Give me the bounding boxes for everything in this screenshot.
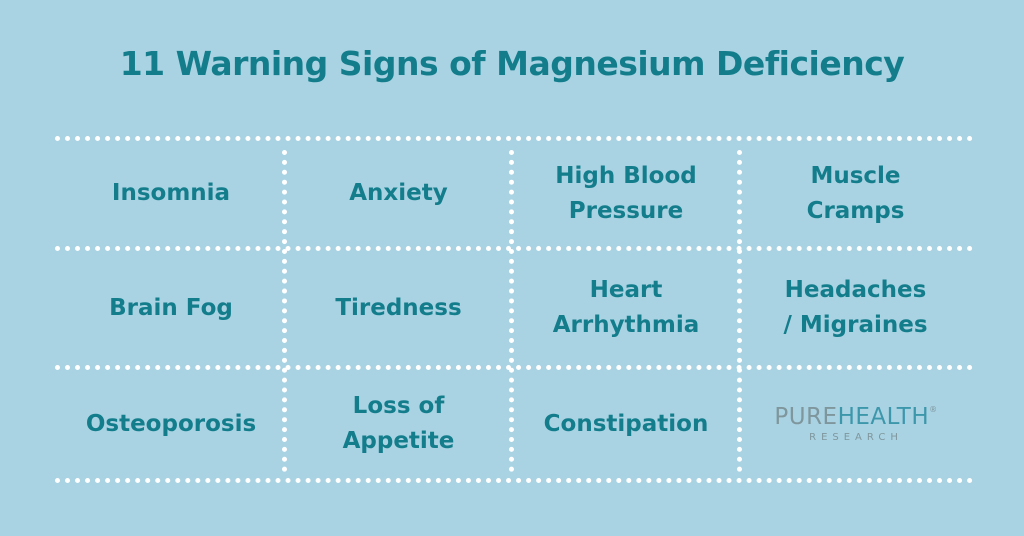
grid-line-bottom xyxy=(55,478,973,483)
logo-pure: PURE xyxy=(774,403,838,430)
logo-health: HEALTH xyxy=(837,403,930,430)
purehealth-logo: PUREHEALTH® RESEARCH xyxy=(742,370,970,478)
page-title: 11 Warning Signs of Magnesium Deficiency xyxy=(119,44,905,83)
grid-line-col1 xyxy=(282,150,287,472)
sign-cell: Tiredness xyxy=(335,294,462,321)
grid-line-col3 xyxy=(737,150,742,472)
sign-cell: Brain Fog xyxy=(109,294,233,321)
grid-line-col2 xyxy=(509,150,514,472)
logo-research: RESEARCH xyxy=(809,431,903,443)
sign-cell: Headaches/ Migraines xyxy=(783,277,928,338)
grid-line-row2 xyxy=(55,365,973,370)
logo-registered: ® xyxy=(929,404,938,414)
grid-line-top xyxy=(55,136,973,141)
sign-cell: Constipation xyxy=(543,410,709,437)
sign-cell: Insomnia xyxy=(111,180,231,206)
sign-cell: Anxiety xyxy=(349,180,448,206)
sign-cell: Osteoporosis xyxy=(85,410,257,437)
grid-line-row1 xyxy=(55,246,973,251)
